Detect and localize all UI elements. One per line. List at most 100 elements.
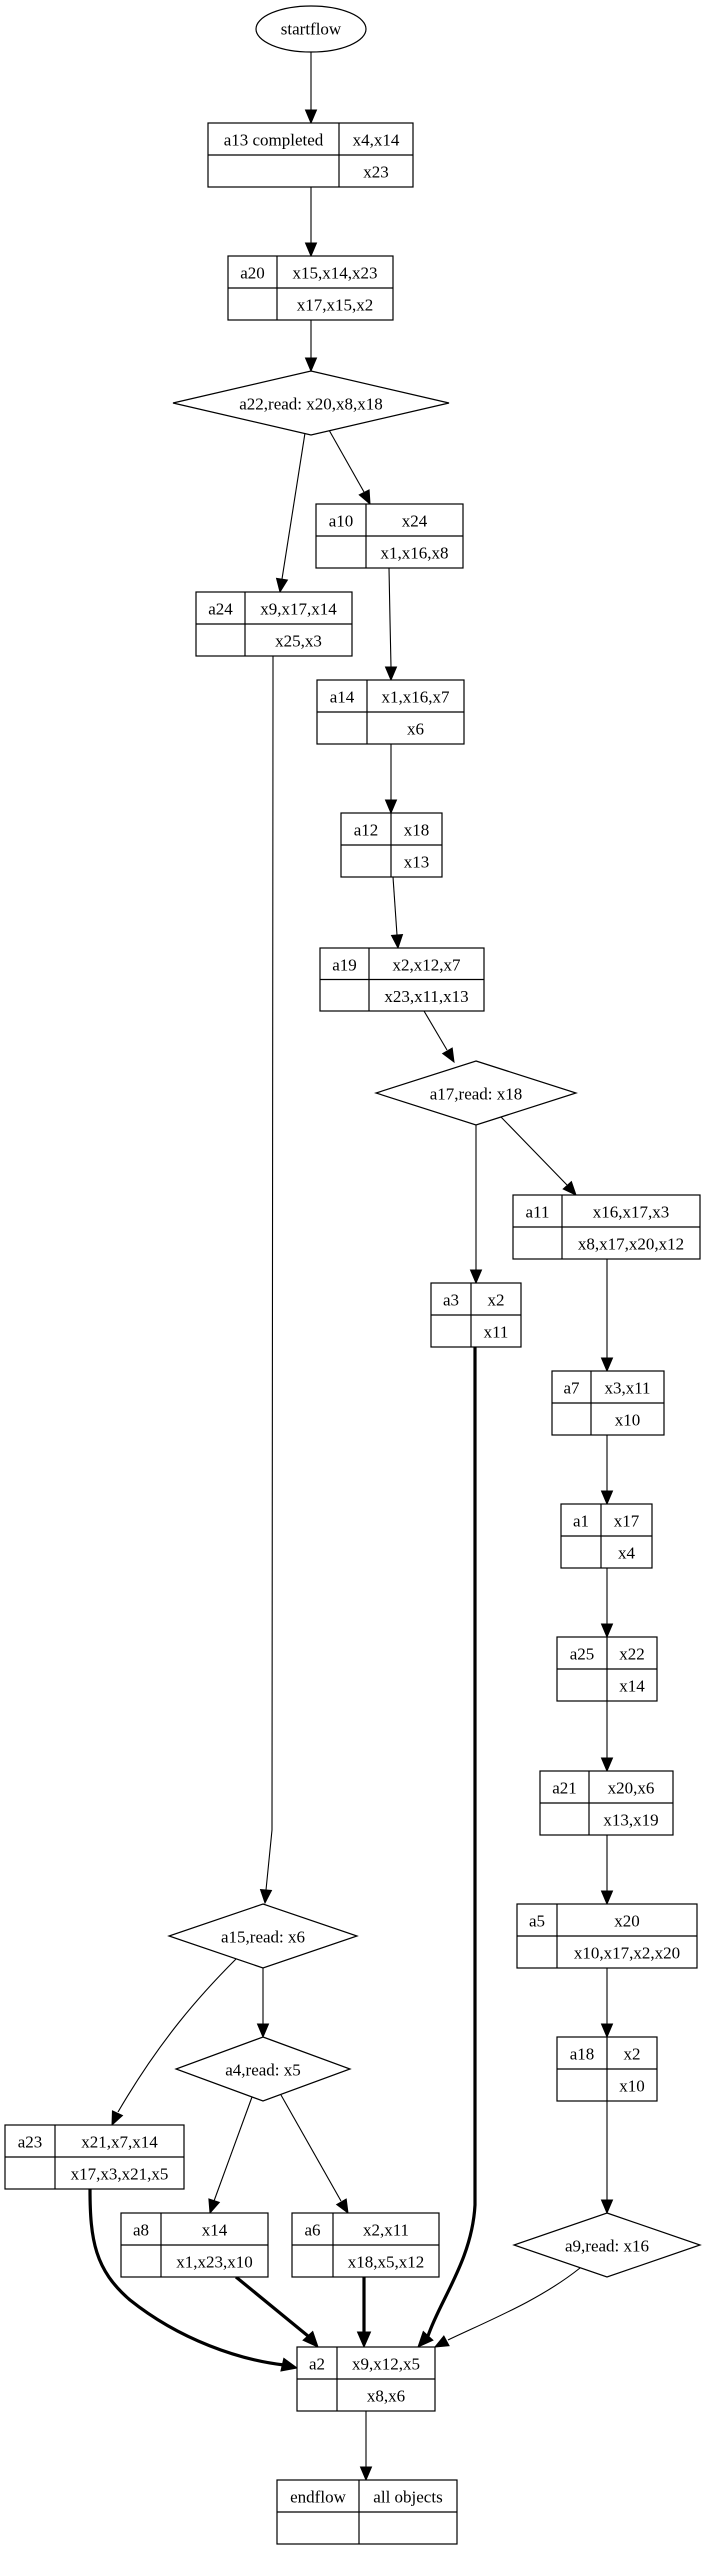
node-read-objects: x1,x16,x8 [381, 544, 449, 563]
node-read-objects: x25,x3 [275, 632, 322, 651]
node-read-objects: x11 [484, 1323, 509, 1342]
edge-a7-to-a1 [600, 1435, 614, 1506]
edge-a4-to-a6 [280, 2094, 349, 2215]
edge-a6-to-a2 [356, 2277, 372, 2349]
decision-diamond [174, 2036, 352, 2102]
arrowhead-icon [600, 1490, 614, 1506]
node-name: a20 [240, 264, 265, 283]
arrowhead-icon [304, 242, 318, 258]
edge-a11-to-a7 [600, 1259, 614, 1373]
edge-a5-to-a18 [600, 1968, 614, 2039]
decision-label: a4,read: x5 [225, 2061, 301, 2080]
edge-line [447, 2267, 581, 2341]
node-read-objects: x17,x15,x2 [297, 296, 374, 315]
edge-a22-to-a24 [275, 432, 306, 594]
node-written-objects: x20,x6 [608, 1779, 655, 1798]
node-name: a14 [330, 688, 355, 707]
arrowhead-icon [384, 666, 398, 682]
node-name: a12 [354, 821, 379, 840]
edge-a2-to-endflow [359, 2411, 373, 2482]
node-written-objects: x1,x16,x7 [382, 688, 451, 707]
arrowhead-icon [417, 2330, 434, 2348]
node-a19[interactable]: a19 x2,x12,x7 x23,x11,x13 [319, 947, 485, 1012]
node-name: a5 [529, 1912, 545, 1931]
node-read-objects: x13,x19 [603, 1811, 658, 1830]
arrowhead-icon [275, 577, 289, 594]
node-written-objects: x15,x14,x23 [293, 264, 378, 283]
edge-a10-to-a14 [384, 567, 398, 682]
edge-a3-to-a2 [417, 1347, 477, 2348]
node-a20[interactable]: a20 x15,x14,x23 x17,x15,x2 [227, 255, 394, 321]
node-read-objects: x6 [407, 720, 424, 739]
node-written-objects: x17 [614, 1512, 640, 1531]
arrowhead-icon [600, 1757, 614, 1773]
edge-a25-to-a21 [600, 1701, 614, 1773]
node-read-objects: x14 [619, 1677, 645, 1696]
node-written-objects: x16,x17,x3 [593, 1203, 670, 1222]
node-startflow[interactable]: startflow [255, 5, 367, 53]
node-a14[interactable]: a14 x1,x16,x7 x6 [316, 679, 465, 745]
node-read-objects: x13 [404, 853, 430, 872]
node-read-objects: x23,x11,x13 [384, 987, 468, 1006]
node-a9[interactable]: a9,read: x16 [512, 2212, 702, 2278]
edge-a17-to-a11 [500, 1116, 577, 1196]
arrowhead-icon [390, 934, 404, 950]
decision-label: a15,read: x6 [221, 1928, 305, 1947]
node-read-objects: x17,x3,x21,x5 [71, 2165, 169, 2184]
node-written-objects: x4,x14 [353, 131, 400, 150]
node-written-objects: x24 [402, 512, 428, 531]
node-read-objects: x1,x23,x10 [176, 2253, 253, 2272]
arrowhead-icon [208, 2198, 221, 2215]
node-read-objects: x10,x17,x2,x20 [574, 1944, 680, 1963]
edge-line [500, 1116, 568, 1186]
arrowhead-icon [304, 109, 318, 125]
arrowhead-icon [600, 2199, 614, 2215]
node-a15[interactable]: a15,read: x6 [167, 1903, 359, 1969]
node-read-objects: x10 [615, 1411, 641, 1430]
edge-a19-to-a17 [423, 1010, 455, 1064]
edge-a17-to-a3 [469, 1125, 483, 1285]
edge-a12-to-a19 [390, 876, 404, 950]
edge-a9-to-a2 [433, 2267, 581, 2348]
node-written-objects: x2 [488, 1291, 505, 1310]
arrowhead-icon [302, 2330, 319, 2348]
node-a17[interactable]: a17,read: x18 [374, 1060, 578, 1126]
node-name: a19 [332, 955, 357, 974]
arrowhead-icon [111, 2110, 124, 2127]
edge-a24-to-a15 [259, 656, 274, 1905]
node-name: a8 [133, 2221, 149, 2240]
decision-label: a22,read: x20,x8,x18 [239, 395, 383, 414]
edge-line [280, 2094, 342, 2202]
edge-a1-to-a25 [600, 1568, 614, 1639]
edge-line [426, 1347, 477, 2337]
edge-line [392, 876, 398, 936]
edge-line [88, 2188, 285, 2367]
arrowhead-icon [600, 1623, 614, 1639]
node-a22[interactable]: a22,read: x20,x8,x18 [172, 370, 450, 436]
node-a4[interactable]: a4,read: x5 [174, 2036, 352, 2102]
node-written-objects: x2,x12,x7 [393, 955, 462, 974]
arrowhead-icon [433, 2335, 450, 2348]
decision-diamond [167, 1903, 359, 1969]
ellipse-shape [255, 5, 367, 53]
edge-a18-to-a9 [600, 2101, 614, 2215]
arrowhead-icon [335, 2198, 349, 2215]
